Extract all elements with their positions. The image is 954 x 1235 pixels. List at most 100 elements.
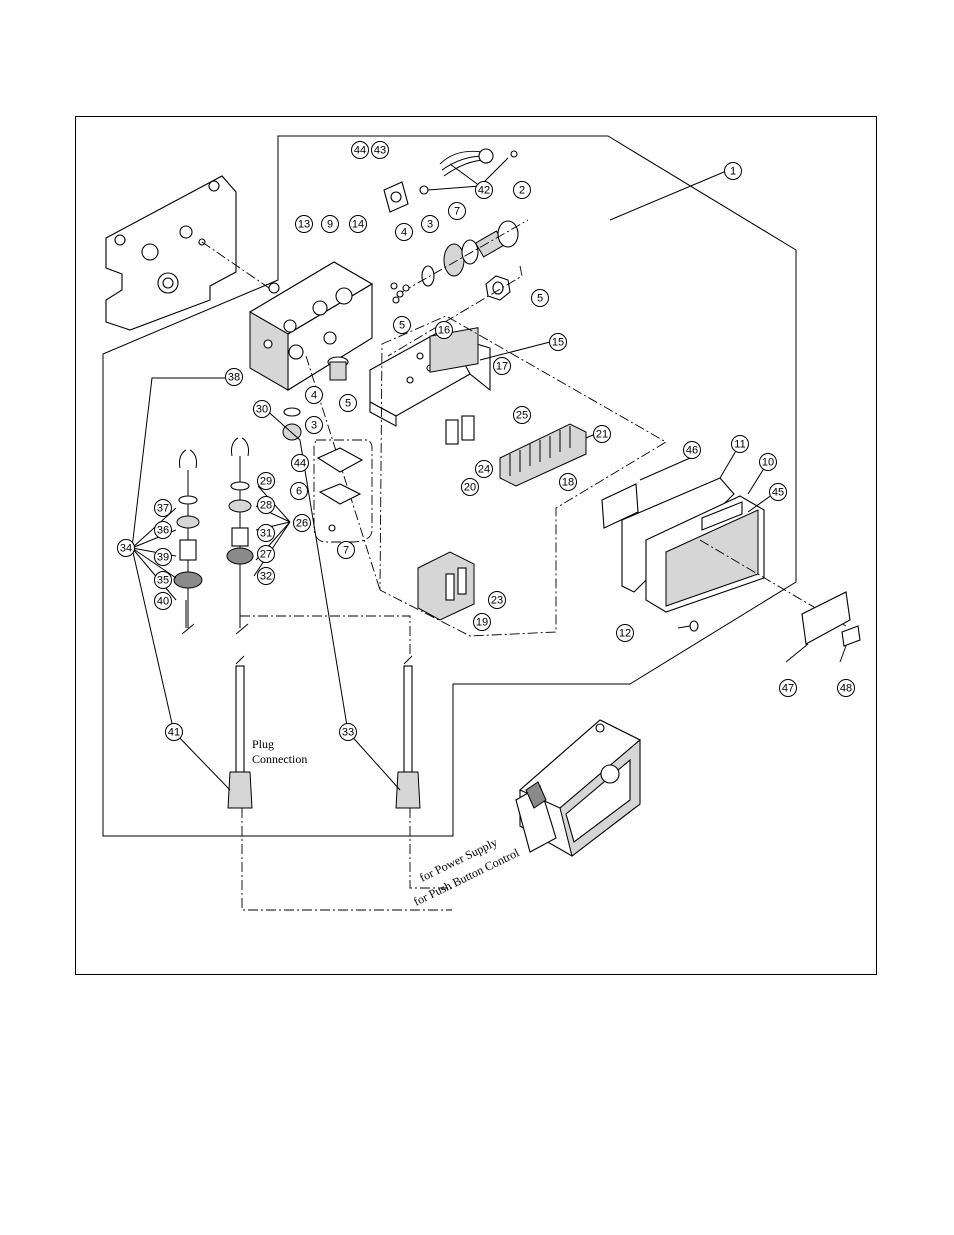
svg-text:39: 39 [157,552,169,564]
svg-text:21: 21 [596,429,608,441]
screw-12 [677,620,699,632]
svg-text:30: 30 [256,404,268,416]
svg-text:35: 35 [157,575,169,587]
svg-text:24: 24 [478,464,490,476]
svg-text:5: 5 [345,398,351,410]
callout-14: 14 [349,215,367,233]
callout-27: 27 [257,545,275,563]
callout-1: 1 [724,162,742,180]
callout-12: 12 [616,624,634,642]
callout-13: 13 [295,215,313,233]
svg-text:4: 4 [311,390,317,402]
svg-text:23: 23 [491,595,503,607]
gasket-44 [316,447,364,473]
callout-5: 5 [531,289,549,307]
label-47 [801,591,851,645]
svg-text:38: 38 [228,372,240,384]
gasket-group-box [313,439,373,543]
cable-gland-assembly-middle [226,437,254,628]
svg-text:17: 17 [496,361,508,373]
svg-text:45: 45 [772,487,784,499]
callout-18: 18 [559,473,577,491]
callout-38: 38 [225,368,243,386]
callout-4-2: 4 [305,386,323,404]
callout-48: 48 [837,679,855,697]
svg-text:29: 29 [260,476,272,488]
callout-6: 6 [290,482,308,500]
lower-gland [282,356,349,441]
callout-24: 24 [475,460,493,478]
callout-15: 15 [549,333,567,351]
svg-text:11: 11 [734,439,745,451]
svg-text:16: 16 [438,325,450,337]
callout-5-5: 5 [393,316,411,334]
svg-text:15: 15 [552,337,564,349]
svg-text:9: 9 [327,219,333,231]
callout-9: 9 [321,215,339,233]
svg-text:27: 27 [260,549,272,561]
callout-4: 4 [395,223,413,241]
svg-text:10: 10 [762,457,774,469]
callout-7-7: 7 [337,541,355,559]
svg-text:37: 37 [157,503,169,515]
callout-11: 11 [731,435,749,453]
cable-gland-assembly-left [173,449,203,628]
svg-text:36: 36 [157,525,169,537]
svg-text:1: 1 [730,166,736,178]
small-wire-bundle [390,282,410,304]
callout-3: 3 [421,215,439,233]
callout-40: 40 [154,592,172,610]
svg-text:13: 13 [298,219,310,231]
svg-text:19: 19 [476,617,488,629]
cables [181,600,452,911]
callout-10: 10 [759,453,777,471]
callout-5-4: 5 [339,394,357,412]
wire-bundle [419,148,518,195]
callout-46: 46 [683,441,701,459]
svg-text:26: 26 [296,518,308,530]
callout-32: 32 [257,567,275,585]
callout-30: 30 [253,400,271,418]
svg-text:18: 18 [562,477,574,489]
callout-34: 34 [117,539,135,557]
svg-text:20: 20 [464,482,476,494]
callout-31: 31 [257,524,275,542]
svg-text:33: 33 [342,727,354,739]
svg-text:5: 5 [399,320,405,332]
svg-text:48: 48 [840,683,852,695]
callout-45: 45 [769,483,787,501]
callout-7: 7 [448,202,466,220]
svg-text:3: 3 [427,219,433,231]
svg-text:28: 28 [260,500,272,512]
assembly-outline [102,135,797,837]
electrical-box [248,261,374,391]
svg-text:40: 40 [157,596,169,608]
svg-text:12: 12 [619,628,631,640]
svg-text:31: 31 [260,528,272,540]
callout-25: 25 [513,406,531,424]
label-48 [841,625,861,647]
callout-23: 23 [488,591,506,609]
callout-42: 42 [475,181,493,199]
contactor [417,551,475,621]
callout-41: 41 [165,723,183,741]
plug-label-line1: Plug [252,737,274,751]
callout-33: 33 [339,723,357,741]
callout-20: 20 [461,478,479,496]
terminal-block [499,423,587,487]
callout-21: 21 [593,425,611,443]
callout-19: 19 [473,613,491,631]
callout-29: 29 [257,472,275,490]
top-cable-gland [401,219,529,293]
callout-2: 2 [513,181,531,199]
callout-44: 44 [351,141,369,159]
svg-text:6: 6 [296,486,302,498]
diagram-frame [75,116,877,975]
svg-text:41: 41 [168,727,180,739]
svg-text:3: 3 [311,420,317,432]
svg-text:43: 43 [374,145,386,157]
housing-illustration [515,719,641,857]
callout-36: 36 [154,521,172,539]
svg-text:44: 44 [294,458,306,470]
